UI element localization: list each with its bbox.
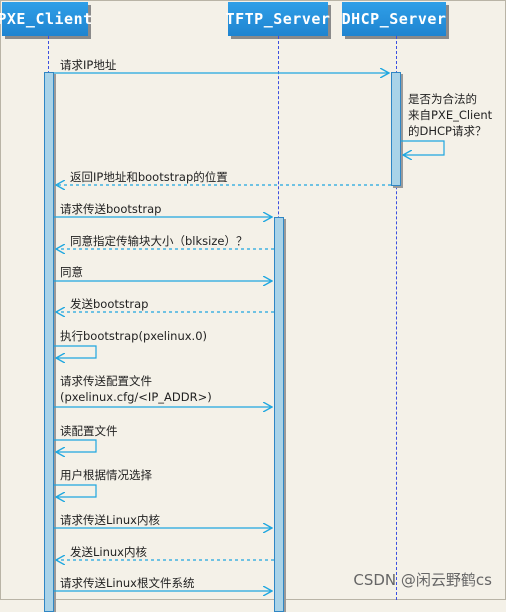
lifeline-dhcp-server [396, 36, 397, 600]
label-user-choose: 用户根据情况选择 [60, 468, 152, 482]
label-dhcp-check-2: 来自PXE_Client [408, 108, 493, 122]
label-exec-bootstrap: 执行bootstrap(pxelinux.0) [60, 329, 208, 343]
label-request-rootfs: 请求传送Linux根文件系统 [60, 576, 195, 590]
label-request-config-2: (pxelinux.cfg/<IP_ADDR>) [60, 390, 212, 404]
label-return-ip: 返回IP地址和bootstrap的位置 [70, 170, 228, 184]
arrow-user-choose [54, 484, 97, 497]
label-request-bootstrap: 请求传送bootstrap [60, 202, 162, 216]
label-send-kernel: 发送Linux内核 [70, 545, 147, 559]
label-dhcp-check-1: 是否为合法的 [408, 92, 477, 106]
label-request-config-1: 请求传送配置文件 [60, 374, 152, 388]
label-dhcp-check-3: 的DHCP请求？ [408, 124, 487, 138]
arrow-read-config [54, 439, 97, 452]
arrow-exec-bootstrap [54, 345, 97, 358]
participant-dhcp-server: DHCP_Server [342, 2, 446, 36]
label-send-bootstrap: 发送bootstrap [70, 297, 149, 311]
watermark-text: CSDN @闲云野鹤cs [353, 571, 492, 589]
label-agree: 同意 [60, 265, 83, 279]
arrow-dhcp-self-check [401, 140, 445, 155]
participant-tftp-server: TFTP_Server [226, 2, 330, 36]
label-read-config: 读配置文件 [60, 424, 118, 438]
participant-pxe-client: PXE_Client [0, 2, 92, 36]
label-request-ip: 请求IP地址 [60, 58, 117, 72]
activation-dhcp-server [391, 72, 401, 186]
label-request-kernel: 请求传送Linux内核 [60, 513, 160, 527]
label-agree-blksize: 同意指定传输块大小（blksize）？ [70, 234, 248, 248]
